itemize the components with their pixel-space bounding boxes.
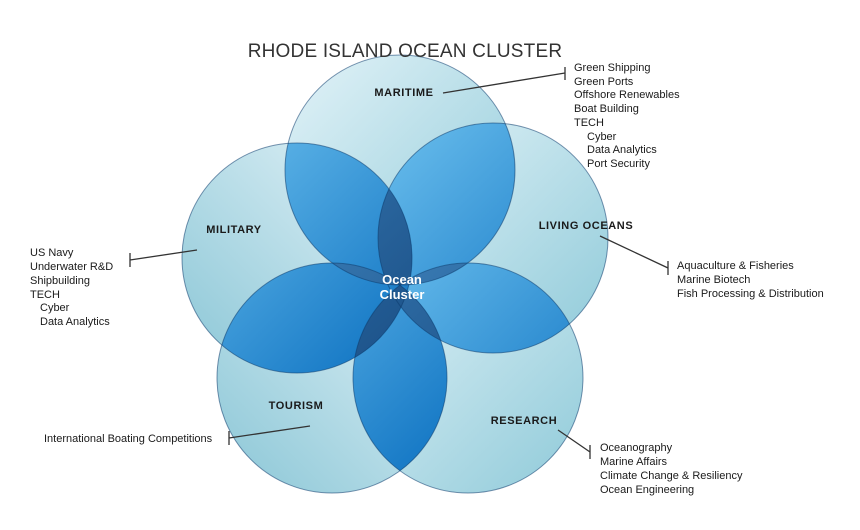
list-item: Port Security (587, 158, 650, 170)
list-item: TECH (30, 289, 60, 301)
list-item: Ocean Engineering (600, 484, 694, 496)
list-item: Fish Processing & Distribution (677, 288, 824, 300)
list-item: Shipbuilding (30, 275, 90, 287)
list-item: International Boating Competitions (44, 433, 213, 445)
leader-lines (129, 67, 669, 459)
sector-label-tourism: TOURISM (269, 400, 324, 412)
tourism-item-list: International Boating Competitions (44, 433, 213, 445)
list-item: Marine Biotech (677, 274, 750, 286)
leader-research (557, 429, 591, 459)
center-label-line2: Cluster (380, 287, 425, 302)
military-item-list: US Navy Underwater R&D Shipbuilding TECH… (30, 247, 113, 328)
list-item: Green Shipping (574, 62, 650, 74)
list-item: US Navy (30, 247, 74, 259)
leader-tourism (228, 425, 311, 445)
list-item: Cyber (40, 302, 70, 314)
list-item: Oceanography (600, 442, 673, 454)
list-item: Boat Building (574, 103, 639, 115)
sector-label-research: RESEARCH (491, 415, 558, 427)
leader-maritime (442, 67, 566, 94)
list-item: Offshore Renewables (574, 89, 680, 101)
maritime-item-list: Green Shipping Green Ports Offshore Rene… (574, 62, 680, 170)
leader-military (129, 249, 198, 267)
leader-living-oceans (599, 235, 669, 275)
list-item: Aquaculture & Fisheries (677, 260, 794, 272)
research-item-list: Oceanography Marine Affairs Climate Chan… (600, 442, 743, 496)
list-item: Cyber (587, 131, 617, 143)
list-item: Climate Change & Resiliency (600, 470, 743, 482)
list-item: Data Analytics (40, 316, 110, 328)
living-oceans-item-list: Aquaculture & Fisheries Marine Biotech F… (677, 260, 824, 300)
sector-label-maritime: MARITIME (374, 87, 433, 99)
list-item: TECH (574, 117, 604, 129)
center-label-line1: Ocean (382, 272, 422, 287)
list-item: Underwater R&D (30, 261, 113, 273)
list-item: Data Analytics (587, 144, 657, 156)
list-item: Marine Affairs (600, 456, 668, 468)
sector-label-living-oceans: LIVING OCEANS (539, 220, 634, 232)
sector-label-military: MILITARY (206, 224, 262, 236)
diagram-title: RHODE ISLAND OCEAN CLUSTER (248, 41, 563, 62)
list-item: Green Ports (574, 76, 634, 88)
